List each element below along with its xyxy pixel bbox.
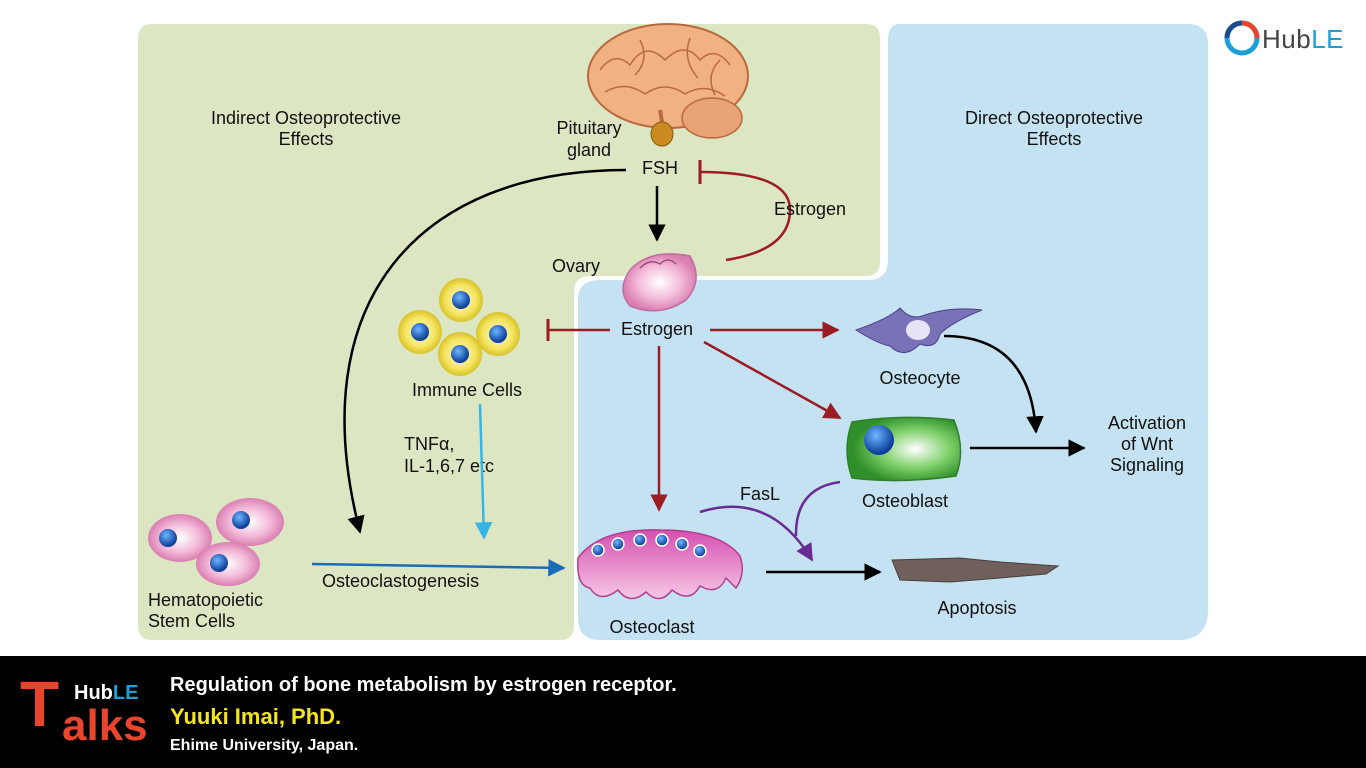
talks-logo-hub-text: Hub — [74, 682, 113, 704]
talks-logo-hub: HubLE — [74, 682, 138, 705]
talks-logo-le-text: LE — [112, 682, 139, 704]
immune-cells-label: Immune Cells — [412, 380, 522, 400]
osteocyte-icon — [854, 307, 983, 353]
estrogen-feedback-arrow — [699, 170, 792, 262]
hematopoietic-stem-cells-icon — [148, 498, 284, 586]
osteoclast-icon — [577, 529, 743, 600]
pituitary-gland-icon — [650, 121, 674, 147]
ovary-icon — [622, 253, 697, 312]
indirect-title-line1: Indirect Osteoprotective — [211, 108, 401, 128]
brand-le: LE — [1311, 24, 1345, 54]
brain-icon — [587, 23, 749, 147]
wnt-label-line1: Activation — [1108, 413, 1186, 433]
pituitary-label-line2: gland — [567, 140, 611, 160]
pituitary-label-line1: Pituitary — [556, 118, 621, 138]
estrogen-to-osteoblast-arrow — [703, 340, 842, 420]
wnt-label-line3: Signaling — [1110, 455, 1184, 475]
immune-to-osteoclastogenesis-arrow — [474, 403, 493, 540]
osteoclast-label: Osteoclast — [609, 617, 694, 637]
talks-logo-t: T — [20, 668, 60, 740]
talk-affiliation: Ehime University, Japan. — [170, 737, 359, 754]
ovary-label: Ovary — [552, 256, 600, 276]
talk-author: Yuuki Imai, PhD. — [170, 704, 342, 729]
brand-hub: Hub — [1262, 24, 1312, 54]
hematopoietic-label-line2: Stem Cells — [148, 611, 235, 631]
osteocyte-label: Osteocyte — [879, 368, 960, 388]
hematopoietic-label-line1: Hematopoietic — [148, 590, 263, 610]
fsh-label: FSH — [642, 158, 678, 178]
osteoclastogenesis-label: Osteoclastogenesis — [322, 571, 479, 591]
osteoclastogenesis-arrow — [311, 559, 566, 577]
immune-cells-icon — [398, 278, 520, 376]
estrogen-feedback-label: Estrogen — [774, 199, 846, 219]
diagram-canvas: Indirect Osteoprotective Effects Direct … — [138, 20, 1260, 640]
indirect-title-line2: Effects — [279, 129, 334, 149]
talks-logo-rest: alks — [62, 701, 148, 750]
fasl-label: FasL — [740, 484, 780, 504]
cytokines-label-line1: TNFα, — [404, 434, 454, 454]
brand-wordmark: HubLE — [1262, 24, 1344, 55]
apoptosis-label: Apoptosis — [937, 598, 1016, 618]
estrogen-center-label: Estrogen — [621, 319, 693, 339]
direct-title-line1: Direct Osteoprotective — [965, 108, 1143, 128]
cytokines-label-line2: IL-1,6,7 etc — [404, 456, 494, 476]
apoptotic-cell-icon — [891, 557, 1060, 583]
osteoblast-icon — [846, 416, 962, 482]
wnt-label-line2: of Wnt — [1121, 434, 1173, 454]
hubletalks-logo-icon — [1224, 20, 1260, 56]
osteoblast-label: Osteoblast — [862, 491, 948, 511]
footer-banner — [0, 656, 1366, 768]
osteocyte-to-wnt-arrow — [943, 334, 1044, 434]
osteoblast-fasl-arrow — [794, 480, 841, 537]
direct-title-line2: Effects — [1027, 129, 1082, 149]
talk-title: Regulation of bone metabolism by estroge… — [170, 674, 677, 696]
fasl-arrow — [699, 505, 814, 562]
fsh-to-osteoclastogenesis-arrow — [343, 168, 627, 534]
